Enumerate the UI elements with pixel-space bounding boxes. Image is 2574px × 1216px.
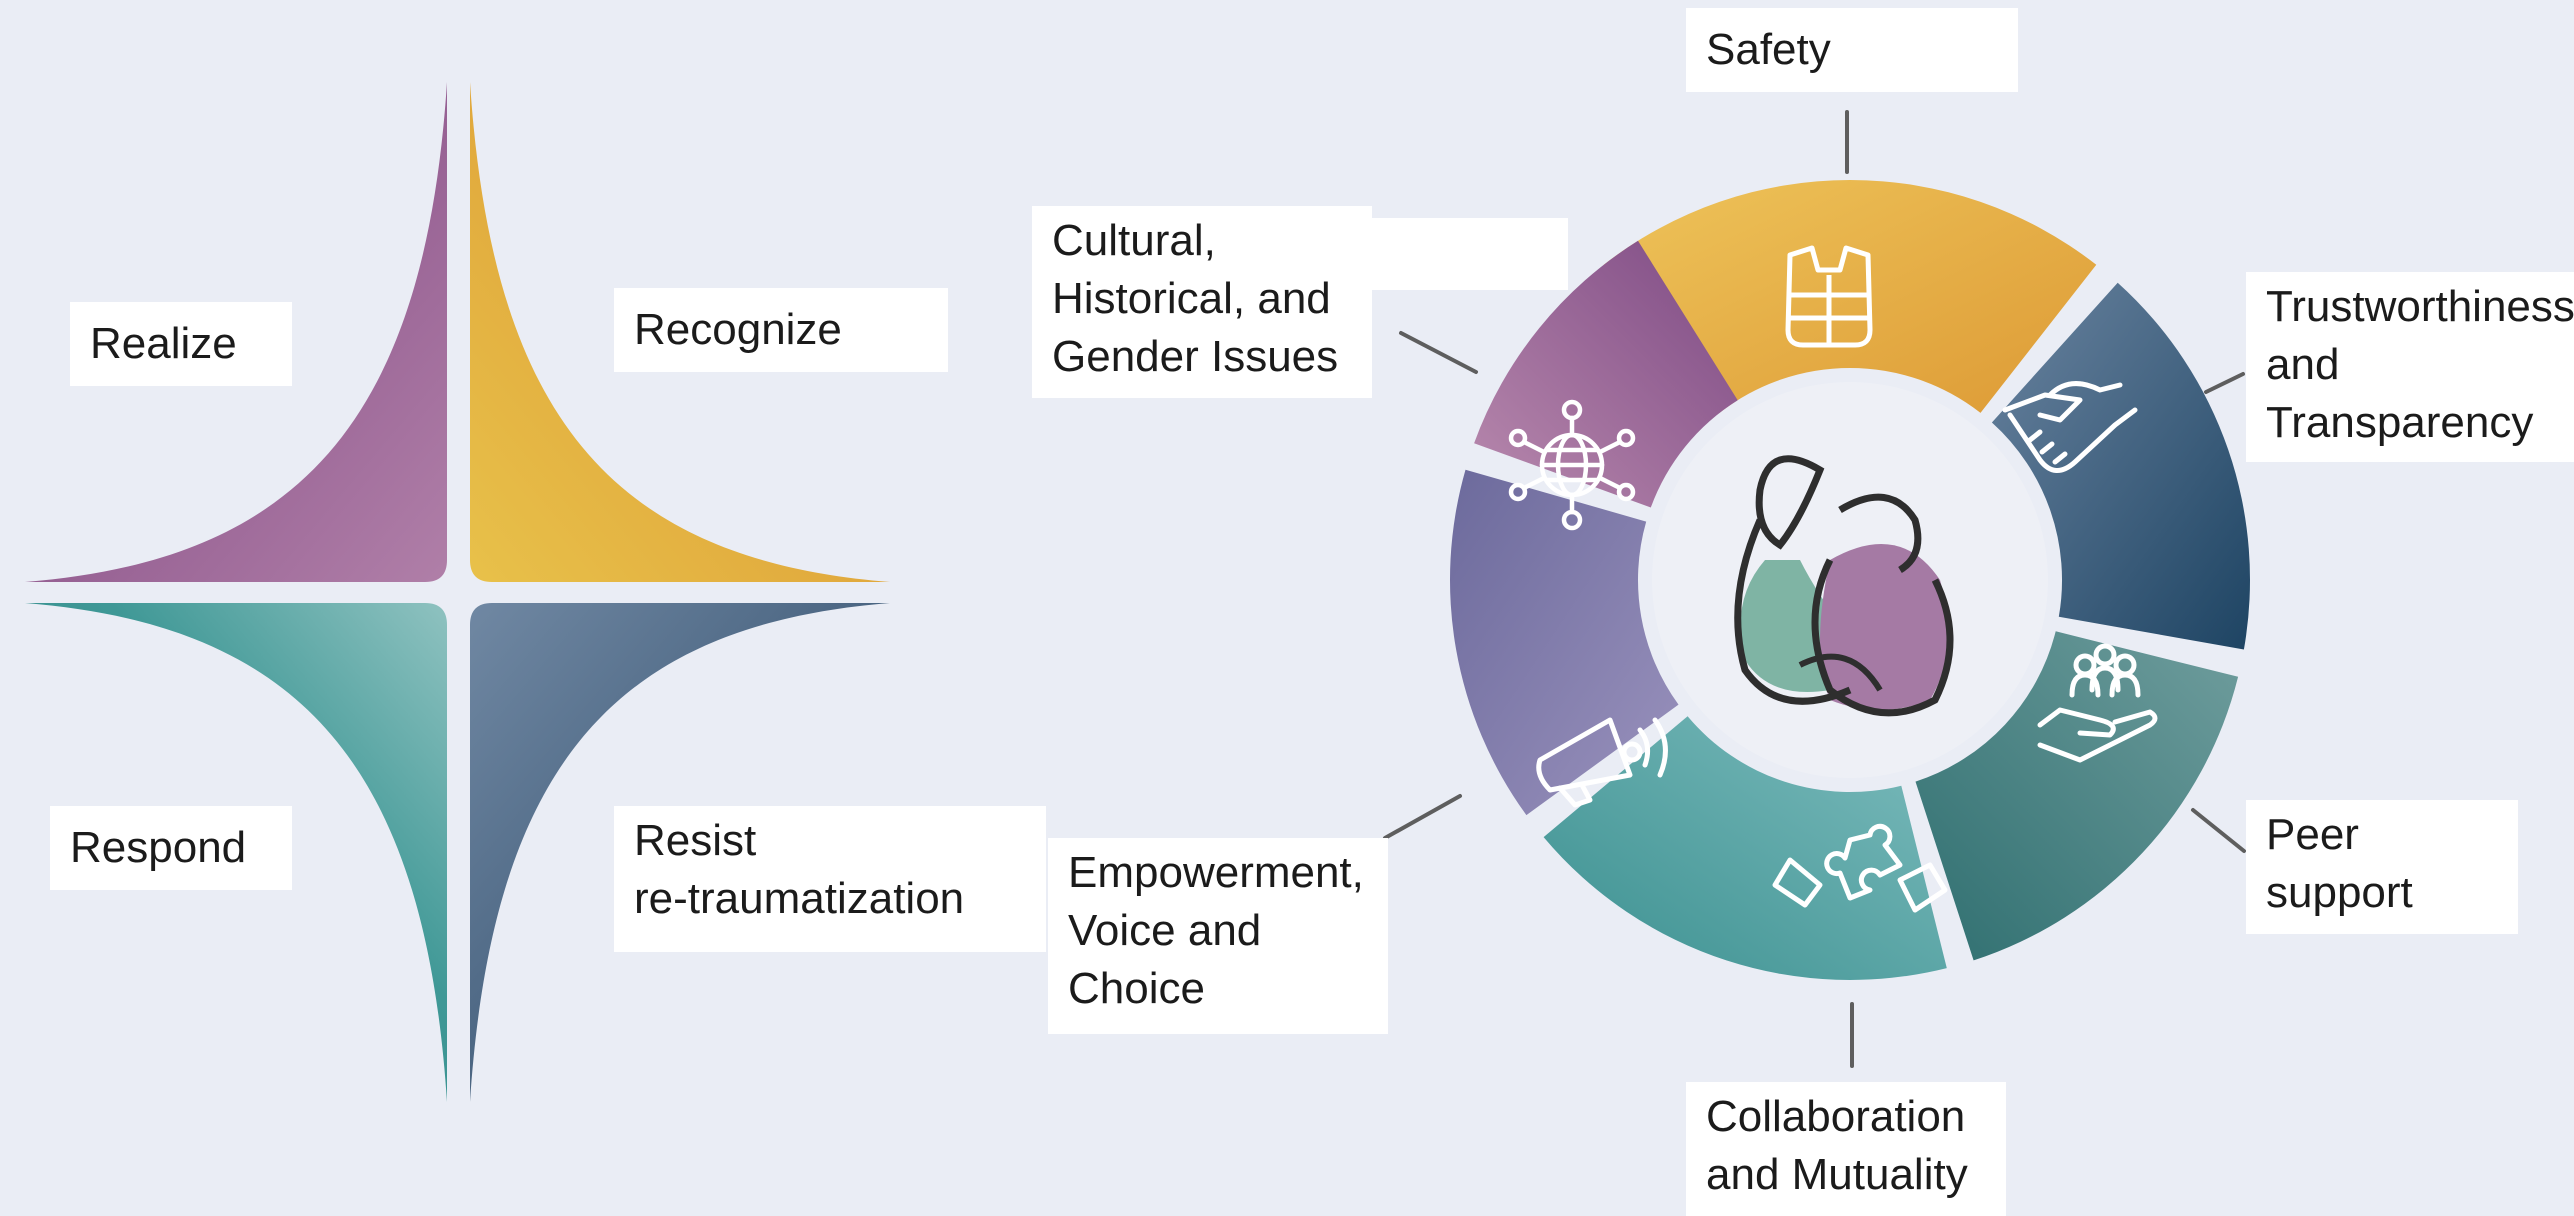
resist-quadrant	[470, 603, 890, 1102]
peer-support-label: Peer support	[2246, 800, 2518, 934]
recognize-label: Recognize	[614, 288, 948, 372]
life-vest-icon	[1785, 245, 1873, 348]
respond-quadrant	[25, 603, 447, 1102]
peer-support-segment	[1915, 631, 2239, 961]
realize-quadrant	[25, 82, 447, 582]
megaphone-icon	[1536, 717, 1668, 808]
recognize-quadrant	[470, 82, 890, 582]
mother-and-child-icon	[1734, 455, 1954, 717]
safety-label: Safety	[1686, 8, 2018, 92]
hand-with-people-icon	[2037, 643, 2158, 763]
trust-label: Trustworthiness and Transparency	[2246, 272, 2574, 462]
collaboration-label: Collaboration and Mutuality	[1686, 1082, 2006, 1216]
resist-label: Resist re-traumatization	[614, 806, 1046, 952]
realize-label: Realize	[70, 302, 292, 386]
principles-wheel	[1449, 179, 2250, 980]
respond-label: Respond	[50, 806, 292, 890]
collaboration-segment	[1543, 716, 1947, 980]
cultural-label-extension	[1372, 218, 1568, 290]
cultural-segment	[1474, 240, 1738, 508]
empowerment-label: Empowerment, Voice and Choice	[1048, 838, 1388, 1034]
connector-lines	[1383, 110, 2246, 1068]
trust-segment	[1991, 282, 2250, 650]
cultural-label: Cultural, Historical, and Gender Issues	[1032, 206, 1372, 398]
handshake-icon	[2002, 381, 2138, 473]
puzzle-hands-icon	[1772, 823, 1948, 913]
four-rs-star	[25, 82, 890, 1102]
empowerment-segment	[1449, 469, 1679, 816]
globe-network-icon	[1508, 399, 1636, 531]
